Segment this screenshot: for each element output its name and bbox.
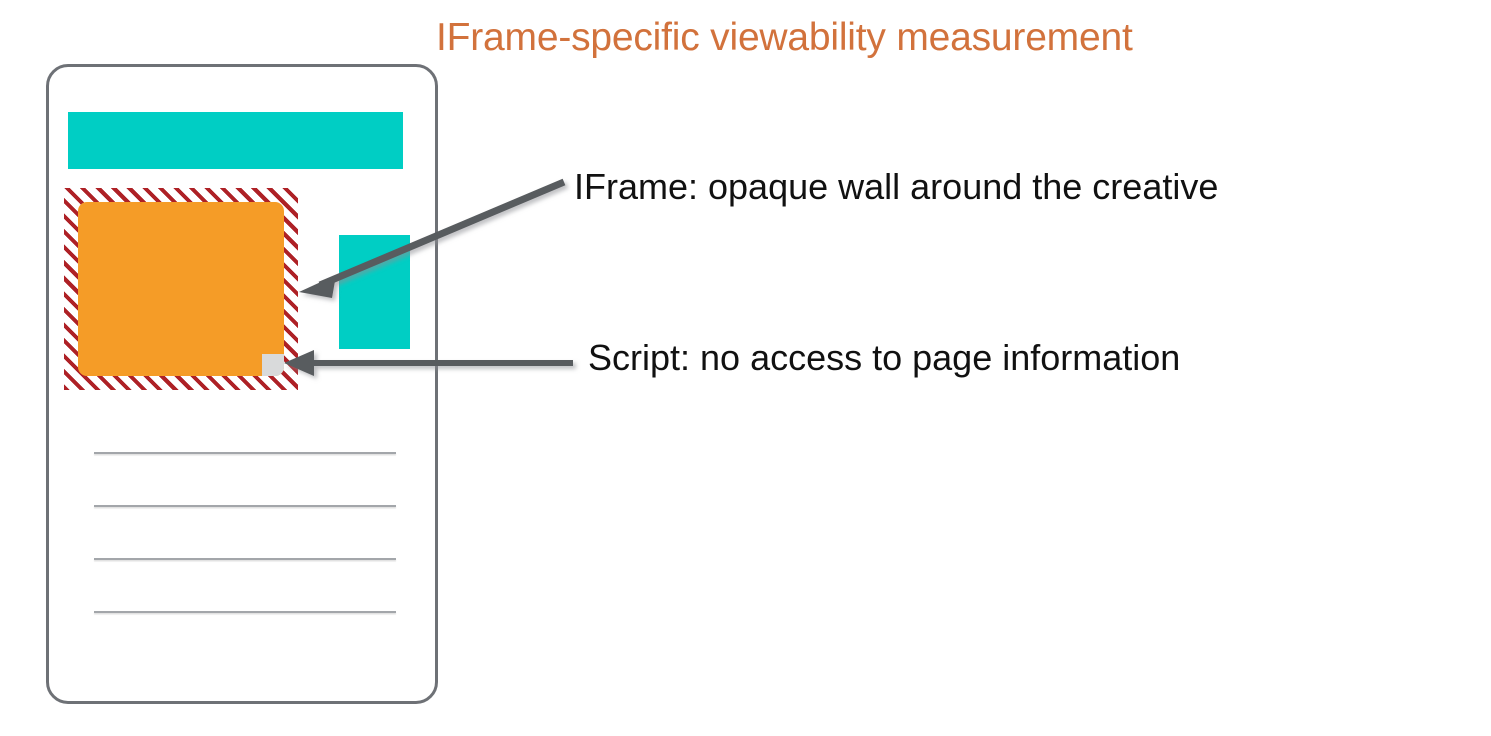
measurement-script-pixel [262, 354, 284, 376]
page-text-line [94, 452, 396, 454]
page-text-line [94, 558, 396, 560]
ad-creative [78, 202, 284, 376]
iframe-opaque-wall [64, 188, 298, 390]
annotation-script-label: Script: no access to page information [588, 337, 1181, 378]
annotation-iframe-label: IFrame: opaque wall around the creative [574, 166, 1219, 207]
page-text-line [94, 611, 396, 613]
page-side-block [339, 235, 410, 349]
page-title: IFrame-specific viewability measurement [436, 16, 1133, 59]
page-banner-block [68, 112, 403, 169]
page-text-line [94, 505, 396, 507]
